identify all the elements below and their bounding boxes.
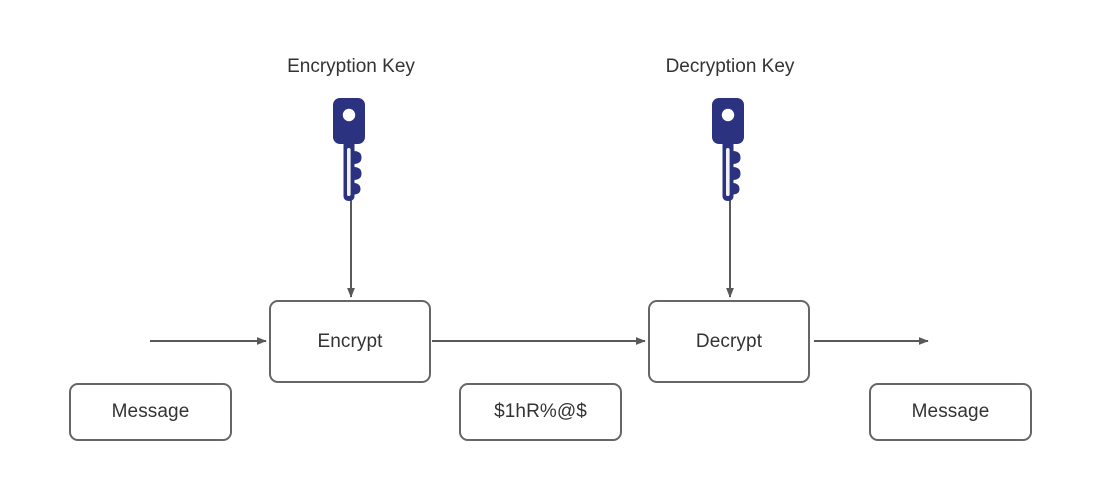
- decryption-key-label: Decryption Key: [665, 56, 795, 77]
- ciphertext-label: $1hR%@$: [494, 401, 587, 422]
- decrypt-label: Decrypt: [695, 330, 763, 352]
- message-input-box[interactable]: Message: [69, 383, 232, 441]
- encryption-key-icon: [330, 98, 372, 207]
- encrypt-box[interactable]: Encrypt: [269, 300, 431, 383]
- ciphertext-box[interactable]: $1hR%@$: [459, 383, 622, 441]
- message-output-box[interactable]: Message: [869, 383, 1032, 441]
- message-input-label: Message: [111, 401, 190, 422]
- encryption-key-label: Encryption Key: [287, 56, 415, 77]
- message-output-label: Message: [911, 401, 990, 422]
- encrypt-label: Encrypt: [317, 330, 383, 352]
- decrypt-box[interactable]: Decrypt: [648, 300, 810, 383]
- decryption-key-icon: [709, 98, 751, 207]
